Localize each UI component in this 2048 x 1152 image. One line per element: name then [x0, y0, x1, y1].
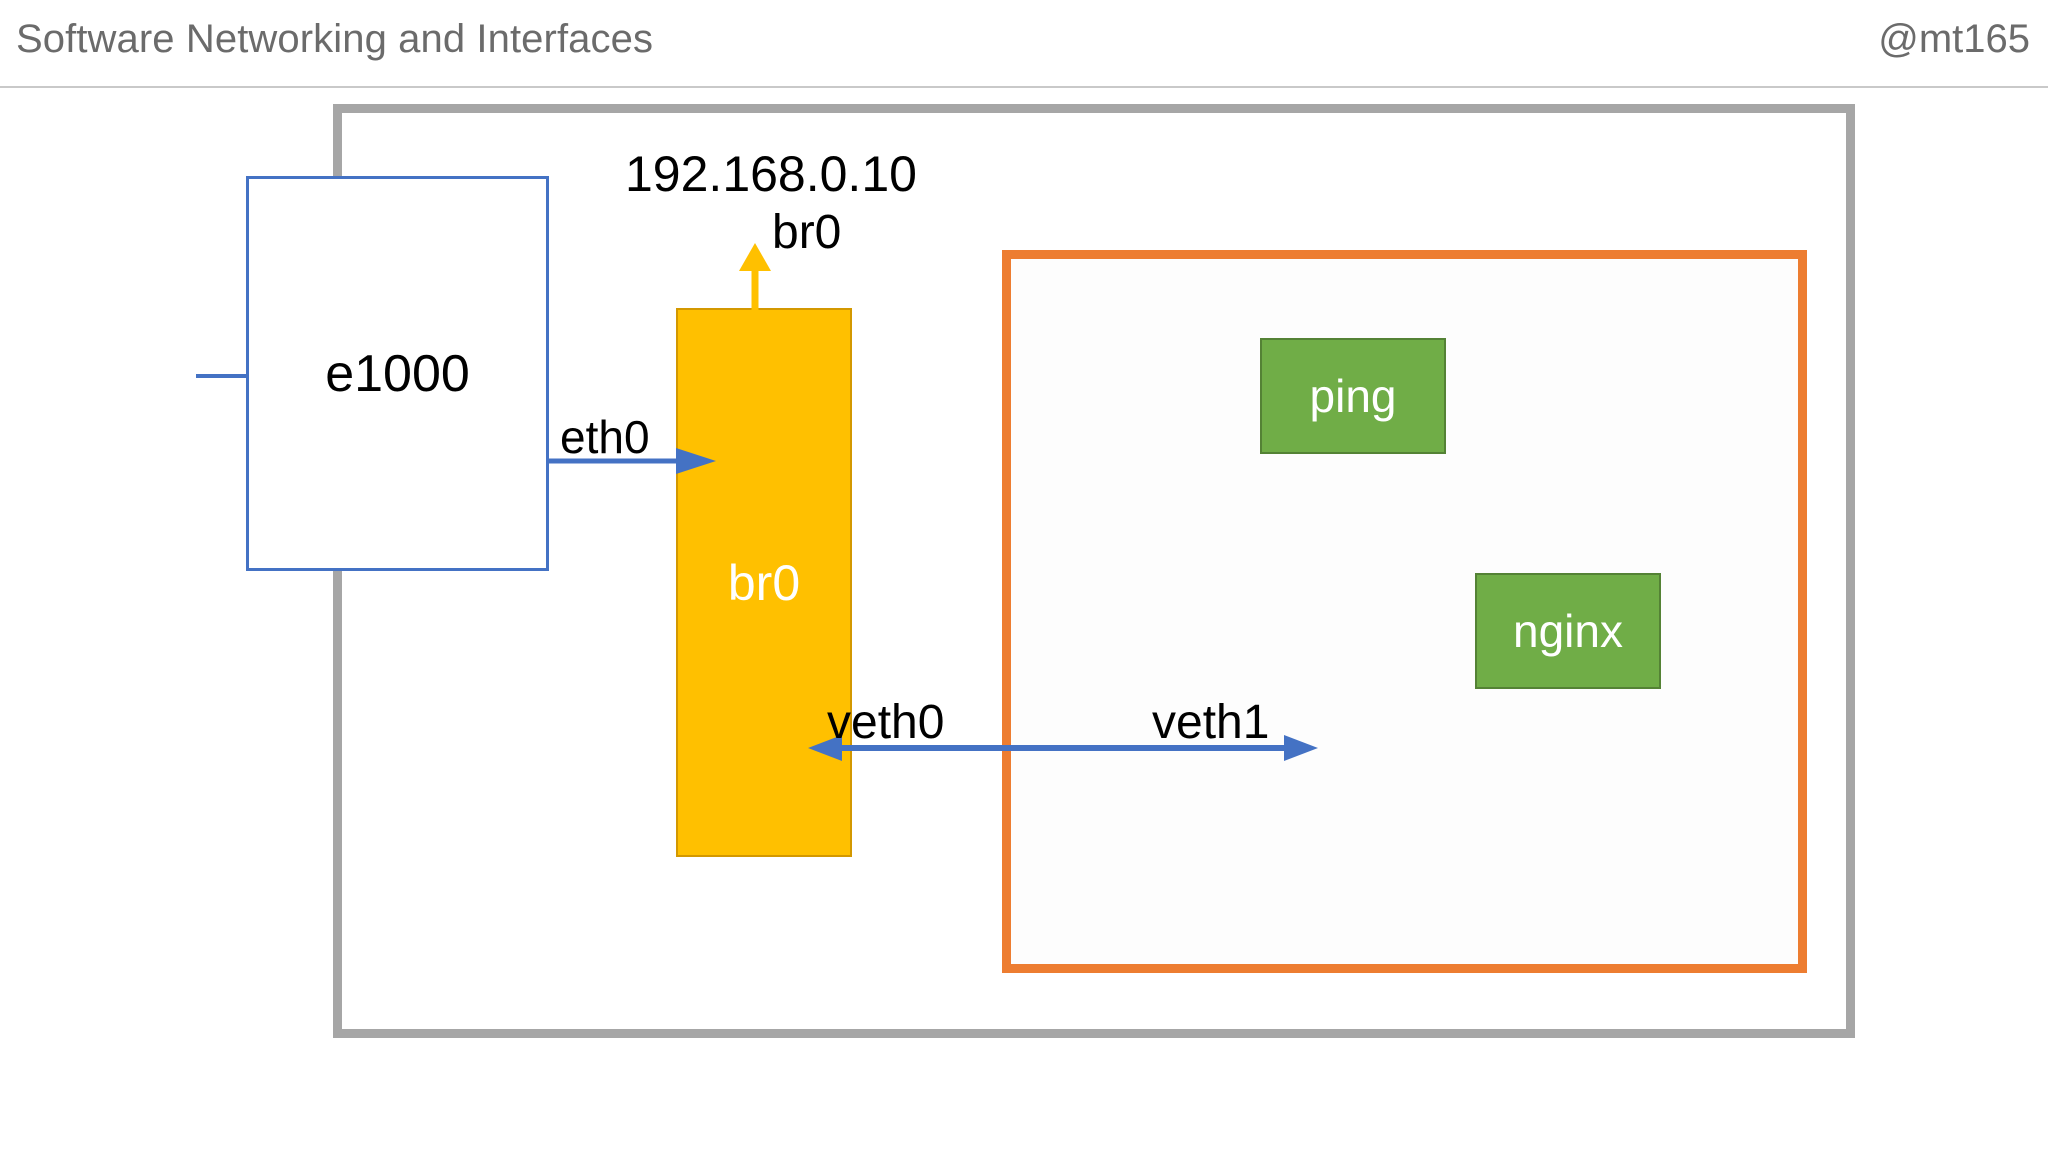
process-box-ping: ping — [1260, 338, 1446, 454]
slide-header: Software Networking and Interfaces @mt16… — [0, 0, 2048, 86]
diagram-canvas: e1000 eth0 br0 192.168.0.10 br0 ping ngi… — [0, 88, 2048, 1152]
eth0-label: eth0 — [560, 411, 650, 463]
veth1-label: veth1 — [1152, 696, 1270, 749]
eth0-arrow-icon — [546, 448, 716, 474]
veth0-label: veth0 — [827, 696, 945, 749]
process-box-nginx: nginx — [1475, 573, 1661, 689]
host-container-box — [333, 104, 1855, 1038]
bridge-uplink-arrow-icon — [739, 243, 771, 313]
veth-pair-arrow-icon — [808, 735, 1318, 761]
bridge-box-br0: br0 — [676, 308, 852, 857]
uplink-wire — [196, 374, 249, 378]
author-handle: @mt165 — [1878, 17, 2030, 61]
process-label: nginx — [1513, 605, 1623, 657]
bridge-iface-label: br0 — [772, 206, 842, 259]
process-label: ping — [1309, 370, 1397, 422]
header-divider — [0, 86, 2048, 88]
nic-box-e1000: e1000 — [246, 176, 549, 571]
nic-label: e1000 — [325, 344, 470, 403]
bridge-label: br0 — [727, 554, 801, 611]
page-title: Software Networking and Interfaces — [16, 17, 654, 61]
bridge-ip-label: 192.168.0.10 — [625, 146, 917, 202]
